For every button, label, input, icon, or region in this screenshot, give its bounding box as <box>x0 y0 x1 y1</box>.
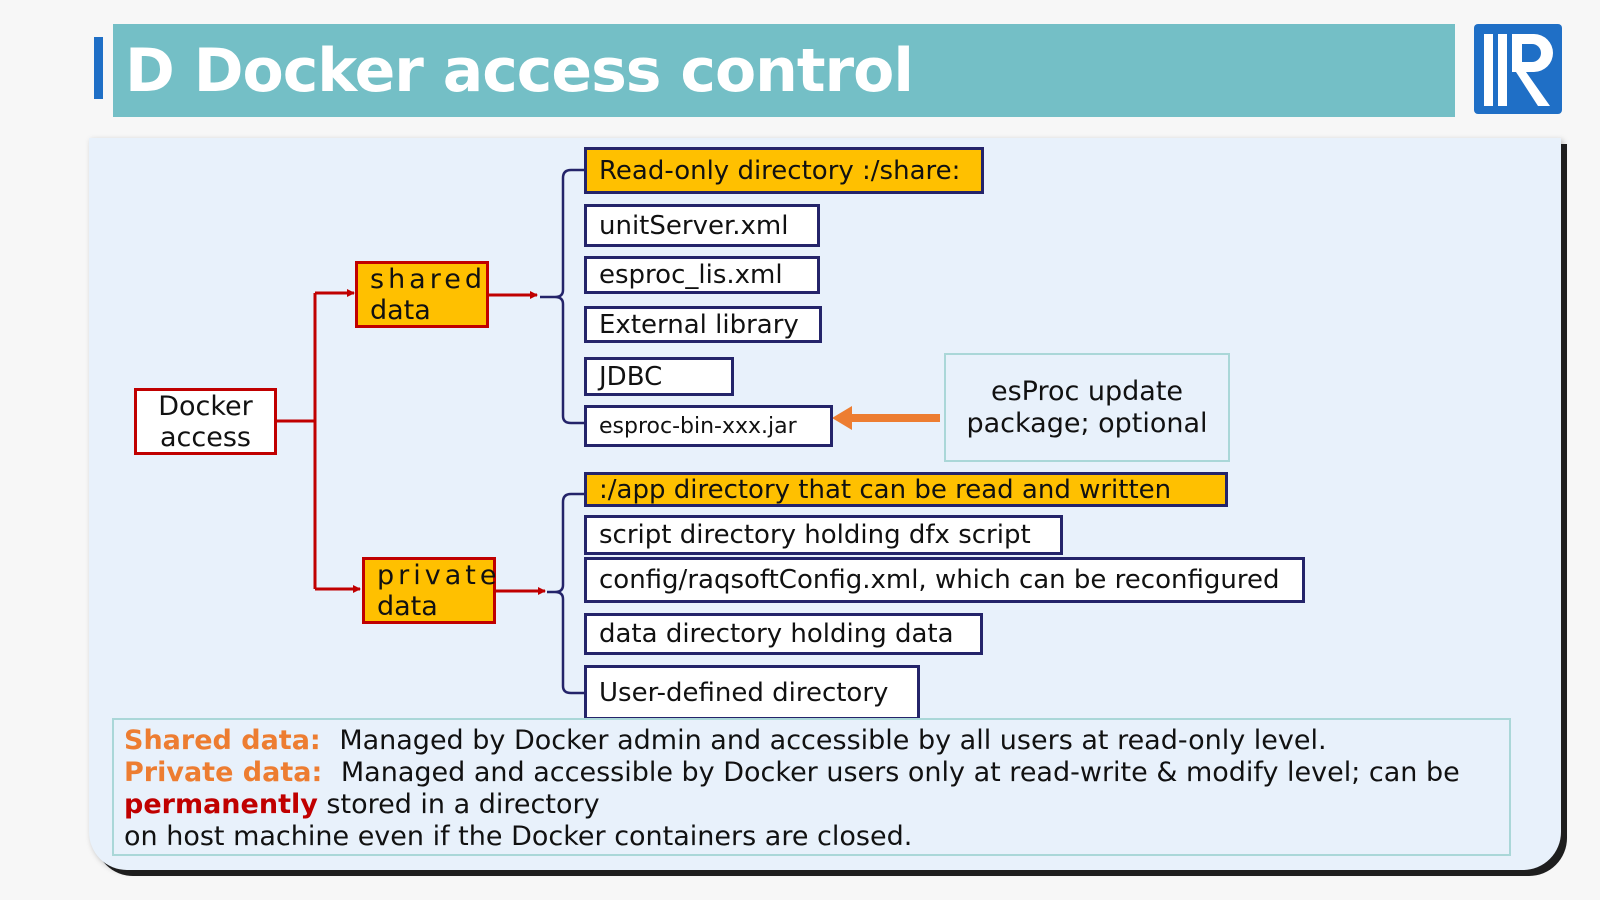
private-data-line2: data <box>377 590 438 622</box>
footer-permanently: permanently <box>124 789 318 820</box>
footer-shared-label: Shared data: <box>124 725 321 756</box>
private-item-config: config/raqsoftConfig.xml, which can be r… <box>584 557 1305 603</box>
docker-access-node: Docker access <box>134 388 277 455</box>
update-note-line2: package; optional <box>966 407 1208 439</box>
update-note: esProc update package; optional <box>944 353 1230 462</box>
private-item-data: data directory holding data <box>584 613 983 655</box>
footer-private-line2: permanently stored in a directory <box>124 789 1499 821</box>
footer-private-label: Private data: <box>124 757 323 788</box>
private-item-script: script directory holding dfx script <box>584 515 1063 555</box>
page-title: D Docker access control <box>125 35 914 106</box>
private-header: :/app directory that can be read and wri… <box>584 472 1228 507</box>
docker-access-line1: Docker <box>158 390 253 422</box>
footer-private-text: Managed and accessible by Docker users o… <box>340 757 1460 788</box>
docker-access-line2: access <box>160 421 251 453</box>
footer-shared-text: Managed by Docker admin and accessible b… <box>339 725 1327 756</box>
shared-item-unitserver: unitServer.xml <box>584 204 820 247</box>
shared-item-jdbc: JDBC <box>584 357 734 396</box>
raqsoft-logo-icon <box>1474 24 1562 114</box>
shared-item-external-library: External library <box>584 306 822 343</box>
footer-private-text2: stored in a directory <box>326 789 600 820</box>
title-bar: D Docker access control <box>113 24 1455 117</box>
private-item-user-defined: User-defined directory <box>584 665 920 720</box>
footer-private-text3: on host machine even if the Docker conta… <box>124 821 913 852</box>
shared-item-esproc-lis: esproc_lis.xml <box>584 256 820 294</box>
footer-shared-line: Shared data: Managed by Docker admin and… <box>124 725 1499 757</box>
shared-data-node: shared data <box>355 261 489 328</box>
footer-notes: Shared data: Managed by Docker admin and… <box>112 718 1511 856</box>
shared-data-line1: shared <box>370 263 486 295</box>
shared-item-esproc-bin: esproc-bin-xxx.jar <box>584 405 833 447</box>
shared-header: Read-only directory :/share: <box>584 147 984 194</box>
shared-data-line2: data <box>370 294 431 326</box>
update-note-line1: esProc update <box>990 375 1184 407</box>
title-accent-bar <box>94 37 103 99</box>
private-data-node: private data <box>362 557 496 624</box>
private-data-line1: private <box>377 559 501 591</box>
footer-private-line: Private data: Managed and accessible by … <box>124 757 1499 789</box>
